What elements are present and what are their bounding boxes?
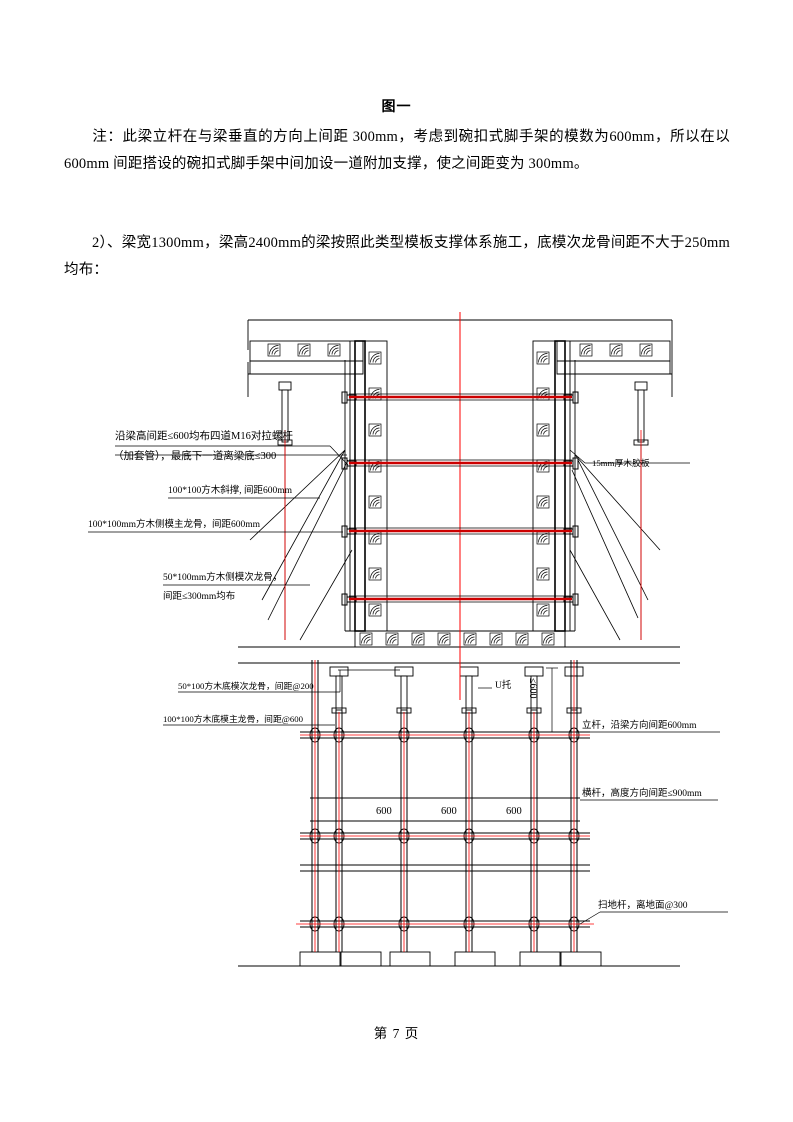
item-paragraph-text: 2）、梁宽1300mm，梁高2400mm的梁按照此类型模板支撑体系施工，底模次龙… [64,235,730,278]
annotation-bottom-main-joist: 100*100方木底模主龙骨，间距@600 [163,714,304,724]
annotation-tie-rod-line2: （加套管），最底下一道离梁底≤300 [113,451,277,462]
figure-title: 图一 [381,100,412,115]
annotation-plywood: 15mm厚木胶板 [592,458,650,468]
annotation-u-head-dimension: ≤600 [527,678,538,699]
annotation-u-head: U托 [495,681,512,691]
note-paragraph-text: 注：此梁立杆在与梁垂直的方向上间距 300mm，考虑到碗扣式脚手架的模数为600… [64,129,730,172]
annotation-side-sec-joist-line1: 50*100mm方木侧模次龙骨， [163,573,283,583]
dimension-bay-2: 600 [441,806,457,817]
annotation-sweeper-bar: 扫地杆，离地面@300 [598,901,688,911]
annotation-side-sec-joist-line2: 间距≤300mm均布 [163,592,236,602]
page-footer: 第 7 页 [373,1026,420,1041]
annotation-ledger: 横杆，高度方向间距≤900mm [582,789,702,799]
annotation-standard-post: 立杆，沿梁方向间距600mm [582,721,697,731]
annotation-side-main-joist: 100*100mm方木侧模主龙骨，间距600mm [88,520,261,530]
annotation-diagonal-brace: 100*100方木斜撑, 间距600mm [168,486,293,496]
annotation-tie-rod-line1: 沿梁高间距≤600均布四道M16对拉螺杆 [115,431,293,442]
note-paragraph: 注：此梁立杆在与梁垂直的方向上间距 300mm，考虑到碗扣式脚手架的模数为600… [64,124,730,178]
annotation-bottom-sec-joist: 50*100方木底模次龙骨，间距@200 [178,681,314,691]
beam-formwork-drawing [0,300,793,1000]
item-paragraph: 2）、梁宽1300mm，梁高2400mm的梁按照此类型模板支撑体系施工，底模次龙… [64,230,730,284]
dimension-bay-1: 600 [376,806,392,817]
dimension-bay-3: 600 [506,806,522,817]
